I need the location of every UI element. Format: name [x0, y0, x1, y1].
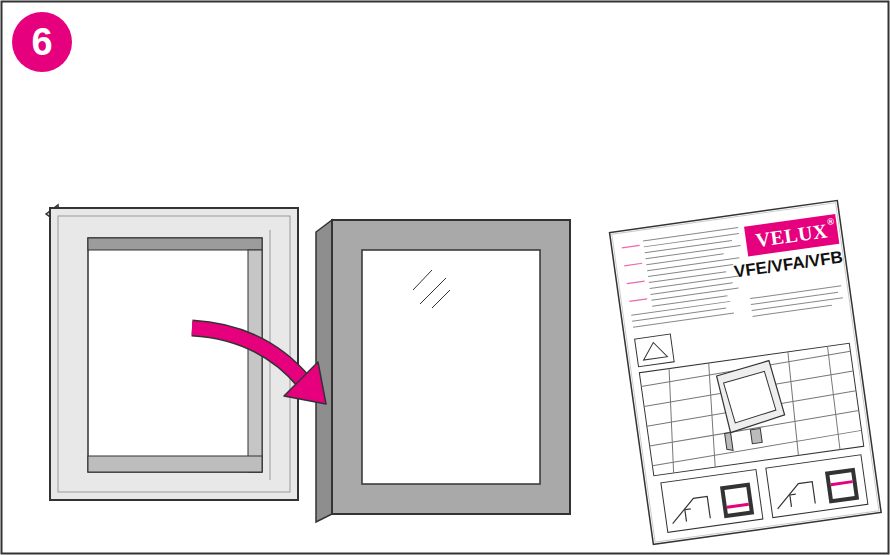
node-text: 6 [31, 23, 52, 61]
step-number-badge: 6 [12, 12, 72, 72]
registered-mark: ® [827, 216, 835, 227]
move-arrow [192, 328, 326, 404]
leaflet [610, 201, 882, 545]
sash-frame [316, 220, 570, 522]
node-text: VELUX [754, 220, 829, 250]
